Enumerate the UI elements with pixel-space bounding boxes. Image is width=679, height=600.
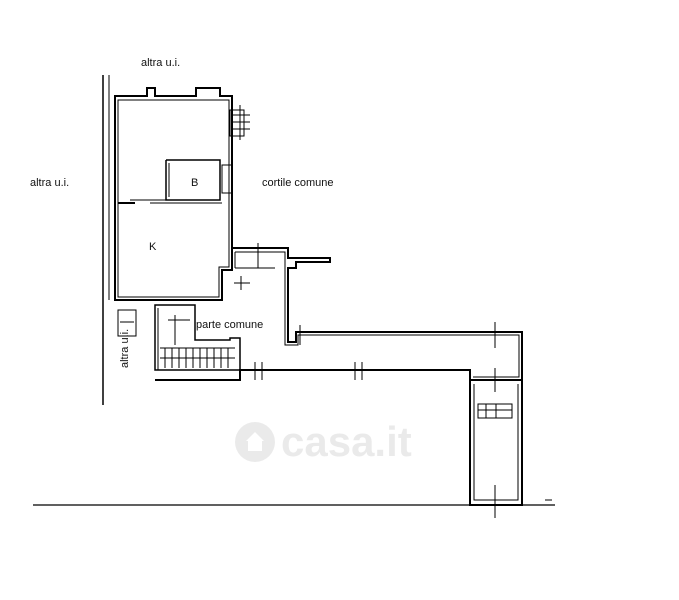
label-cortile-comune: cortile comune (262, 177, 334, 189)
watermark-text: casa.it (281, 418, 412, 465)
apartment-outer-wall (114, 87, 233, 301)
stairwell (154, 304, 241, 371)
right-tower-wall (469, 380, 523, 506)
label-room-b: B (191, 177, 199, 189)
label-altra-vertical: altra u.i. (119, 328, 131, 368)
corridor-wall (155, 247, 523, 381)
label-parte-comune: parte comune (196, 319, 264, 331)
house-icon (235, 422, 275, 462)
watermark: casa.it (235, 418, 412, 466)
label-room-k: K (149, 241, 157, 253)
bathroom-wall (165, 159, 221, 201)
label-altra-top: altra u.i. (141, 57, 181, 69)
label-altra-left: altra u.i. (30, 177, 70, 189)
